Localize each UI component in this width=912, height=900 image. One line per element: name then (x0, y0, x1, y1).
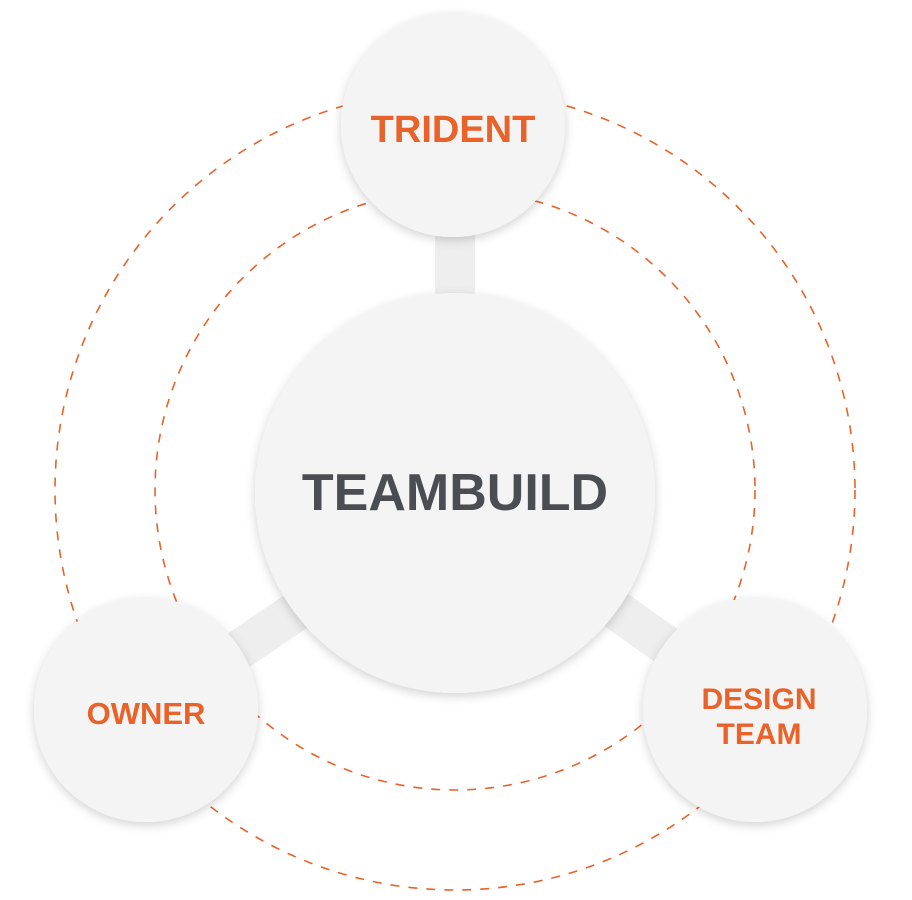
node-design-team-label-line1: DESIGN (701, 683, 816, 716)
node-trident-label: TRIDENT (371, 109, 536, 151)
center-label: TEAMBUILD (302, 464, 608, 522)
outer-dashed-ring (54, 89, 856, 891)
center-circle (255, 293, 655, 693)
node-design-team-circle (643, 598, 867, 822)
node-owner-circle (34, 598, 258, 822)
node-trident-circle (341, 13, 565, 237)
inner-dashed-ring (154, 189, 756, 791)
node-owner-label: OWNER (87, 696, 206, 731)
node-design-team-label-line2: TEAM (717, 718, 802, 751)
